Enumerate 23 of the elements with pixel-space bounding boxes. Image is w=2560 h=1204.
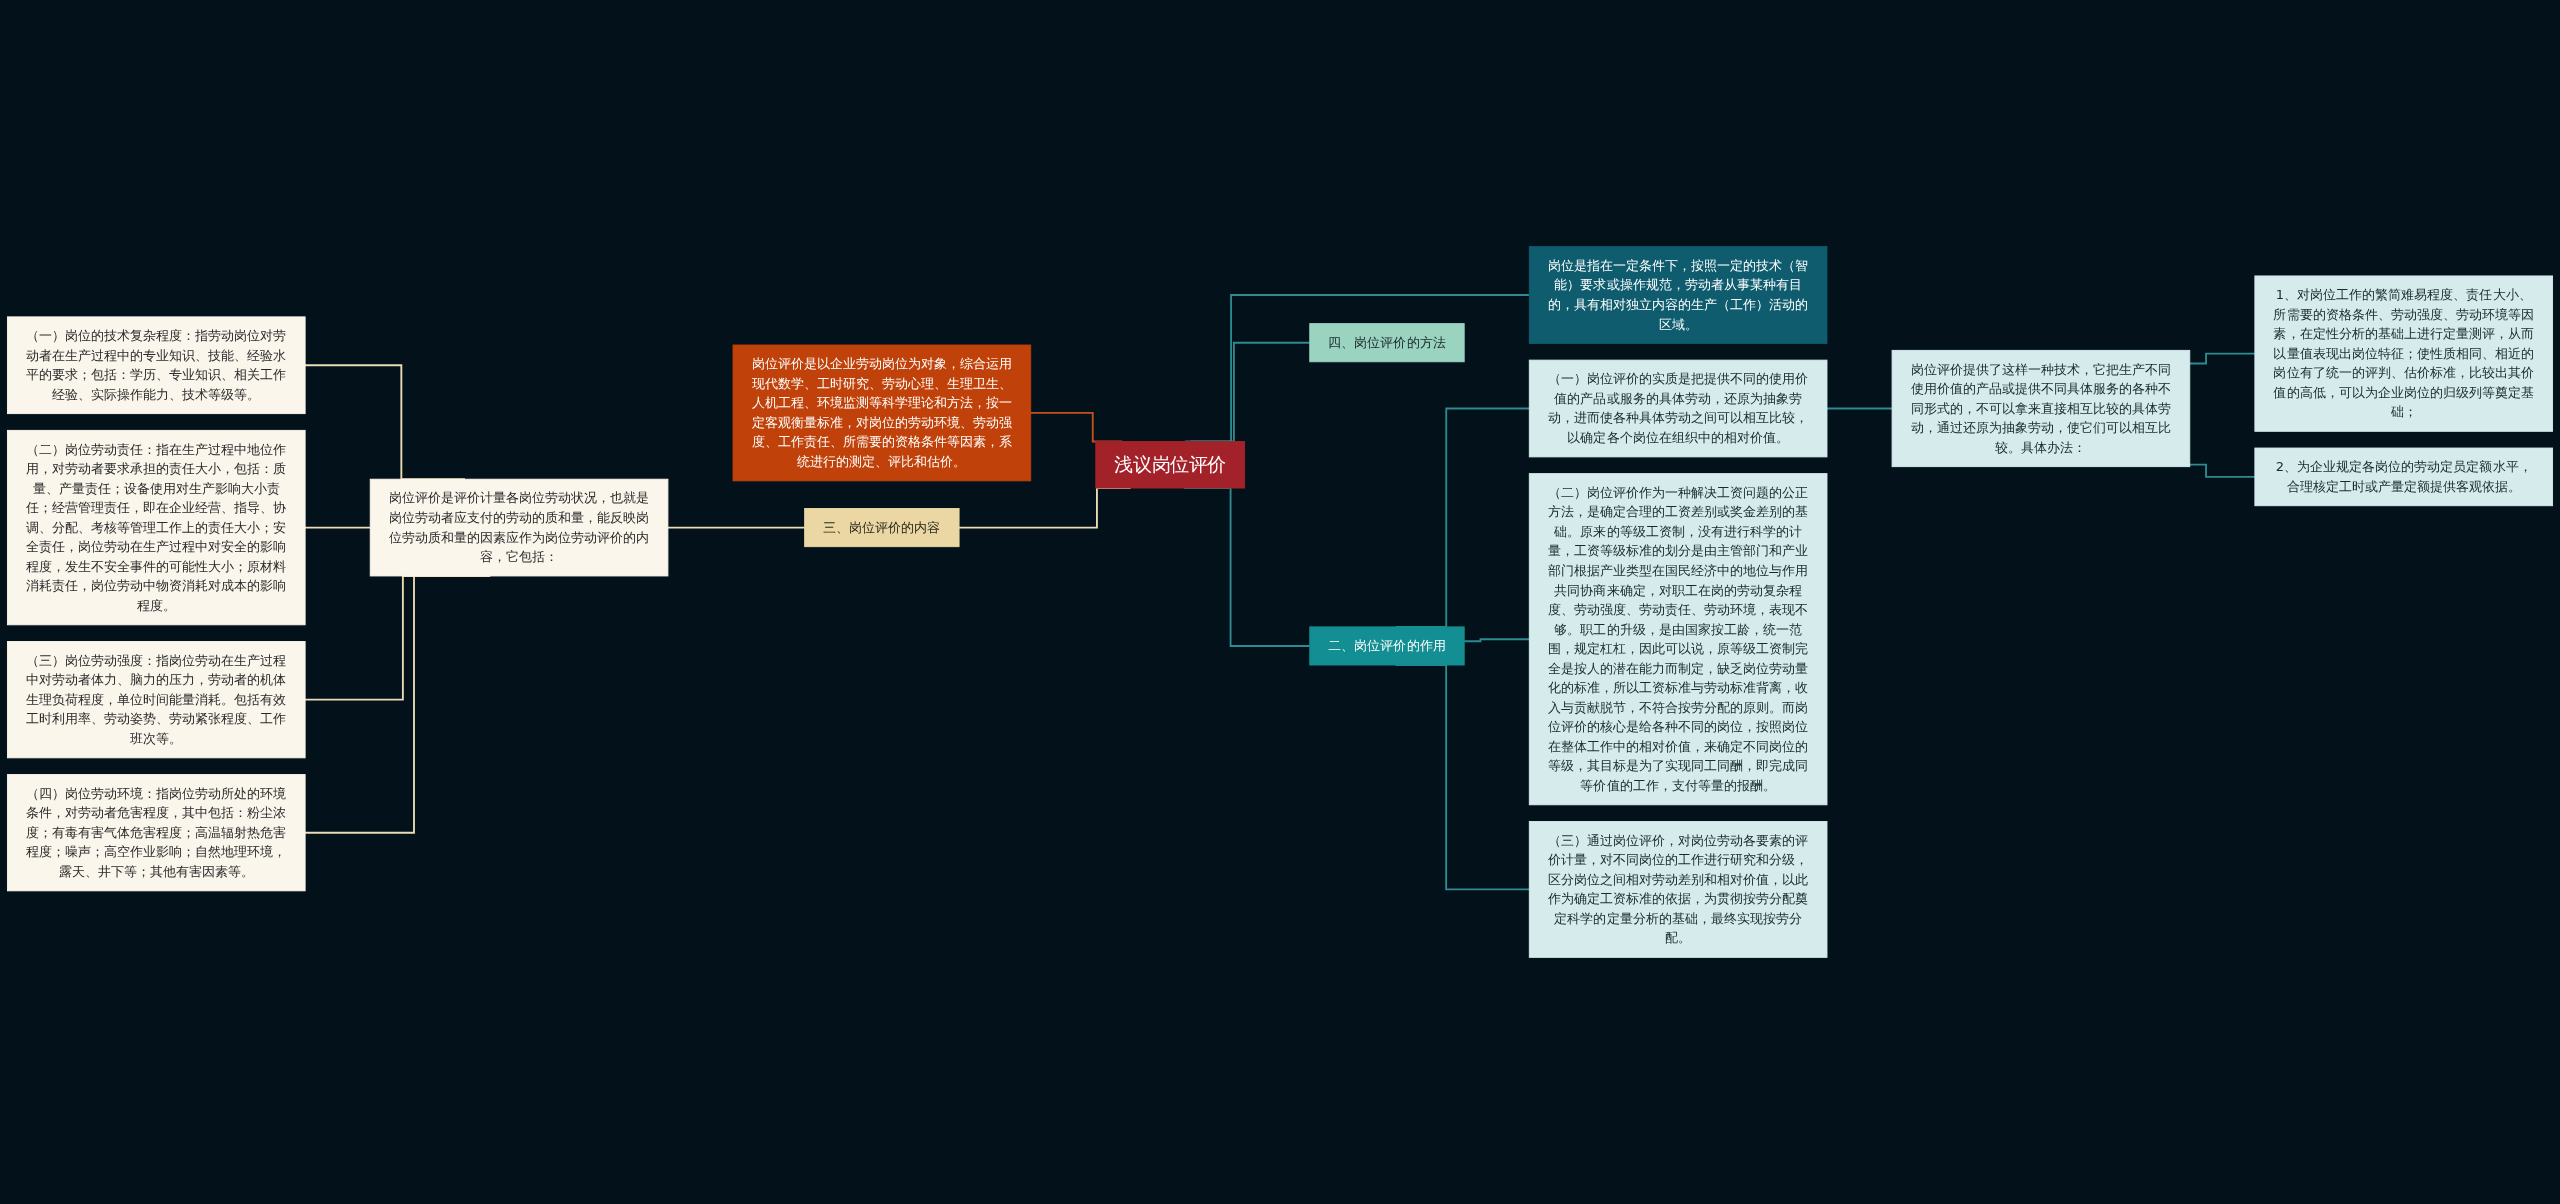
node-box: 1、对岗位工作的繁简难易程度、责任大小、所需要的资格条件、劳动强度、劳动环境等因素，在定性分析的基础上进行定量测评，从而以量值表现出岗位特征；使性质相同、相近的岗位有了统一的评判、估价标准，比较出其价值的高低，可以为企业岗位的归级列等奠定基础； [2254, 275, 2554, 432]
node-box: 岗位评价是评价计量各岗位劳动状况，也就是岗位劳动者应支付的劳动的质和量，能反映岗位劳动质和量的因素应作为岗位劳动评价的内容，它包括： [369, 478, 669, 577]
connector [1463, 638, 1531, 643]
node-box: 浅议岗位评价 [1095, 441, 1246, 489]
connector [2188, 463, 2256, 478]
node-box: 岗位是指在一定条件下，按照一定的技术（智能）要求或操作规范，劳动者从事某种有目的，具有相对独立内容的生产（工作）活动的区域。 [1528, 246, 1828, 344]
node-box: 四、岗位评价的方法 [1309, 323, 1465, 363]
node-box: （一）岗位评价的实质是把提供不同的使用价值的产品或服务的具体劳动，还原为抽象劳动，进而使各种具体劳动之间可以相互比较，以确定各个岗位在组织中的相对价值。 [1528, 359, 1828, 458]
node-box: 二、岗位评价的作用 [1309, 626, 1465, 666]
node-box: （一）岗位的技术复杂程度：指劳动岗位对劳动者在生产过程中的专业知识、技能、经验水平的要求；包括：学历、专业知识、相关工作经验、实际操作能力、技术等级等。 [6, 316, 306, 415]
connector [304, 526, 372, 529]
node-box: 2、为企业规定各岗位的劳动定员定额水平，合理核定工时或产量定额提供客观依据。 [2254, 447, 2554, 507]
connector [2188, 352, 2256, 365]
node-box: （三）岗位劳动强度：指岗位劳动在生产过程中对劳动者体力、脑力的压力，劳动者的机体生理负荷程度，单位时间能量消耗。包括有效工时利用率、劳动姿势、劳动紧张程度、工作班次等。 [6, 641, 306, 759]
connector [1826, 407, 1893, 410]
node-box: 岗位评价提供了这样一种技术，它把生产不同使用价值的产品或提供不同具体服务的各种不同形式的，不可以拿来直接相互比较的具体劳动，通过还原为抽象劳动，使它们可以相互比较。具体办法： [1891, 349, 2191, 468]
node-box: （四）岗位劳动环境：指岗位劳动所处的环境条件，对劳动者危害程度，其中包括：粉尘浓度；有毒有害气体危害程度；高温辐射热危害程度；噪声；高空作业影响；自然地理环境，露天、井下等；其他有害因素等。 [6, 774, 306, 892]
node-box: （二）岗位劳动责任：指在生产过程中地位作用，对劳动者要求承担的责任大小，包括：质量、产量责任；设备使用对生产影响大小责任；经营管理责任，即在企业经营、指导、协调、分配、考核等管理工作上的责任大小；安全责任，岗位劳动在生产过程中对安全的影响程度，发生不安全事件的可能性大小；原材料消耗责任，岗位劳动中物资消耗对成本的影响程度。 [6, 429, 306, 626]
node-box: 岗位评价是以企业劳动岗位为对象，综合运用现代数学、工时研究、劳动心理、生理卫生、人机工程、环境监测等科学理论和方法，按一定客观衡量标准，对岗位的劳动环境、劳动强度、工作责任、所需要的资格条件等因素，系统进行的测定、评比和估价。 [732, 344, 1032, 482]
node-box: 三、岗位评价的内容 [804, 508, 960, 548]
connector [667, 526, 806, 529]
node-box: （二）岗位评价作为一种解决工资问题的公正方法，是确定合理的工资差别或奖金差别的基础。原来的等级工资制，没有进行科学的计量，工资等级标准的划分是由主管部门和产业部门根据产业类型在国民经济中的地位与作用共同协商来确定，对职工在岗的劳动复杂程度、劳动强度、劳动责任、劳动环境，表现不够。职工的升级，是由国家按工龄，统一范围，规定杠杠，因此可以说，原等级工资制完全是按人的潜在能力而制定，缺乏岗位劳动量化的标准，所以工资标准与劳动标准背离，收入与贡献脱节，不符合按劳分配的原则。而岗位评价的核心是给各种不同的岗位，按照岗位在整体工作中的相对价值，来确定不同岗位的等级，其目标是为了实现同工同酬，即完成同等价值的工作，支付等量的报酬。 [1528, 473, 1828, 806]
node-box: （三）通过岗位评价，对岗位劳动各要素的评价计量，对不同岗位的工作进行研究和分级，区分岗位之间相对劳动差别和相对价值，以此作为确定工资标准的依据，为贯彻按劳分配奠定科学的定量分析的基础，最终实现按劳分配。 [1528, 821, 1828, 958]
